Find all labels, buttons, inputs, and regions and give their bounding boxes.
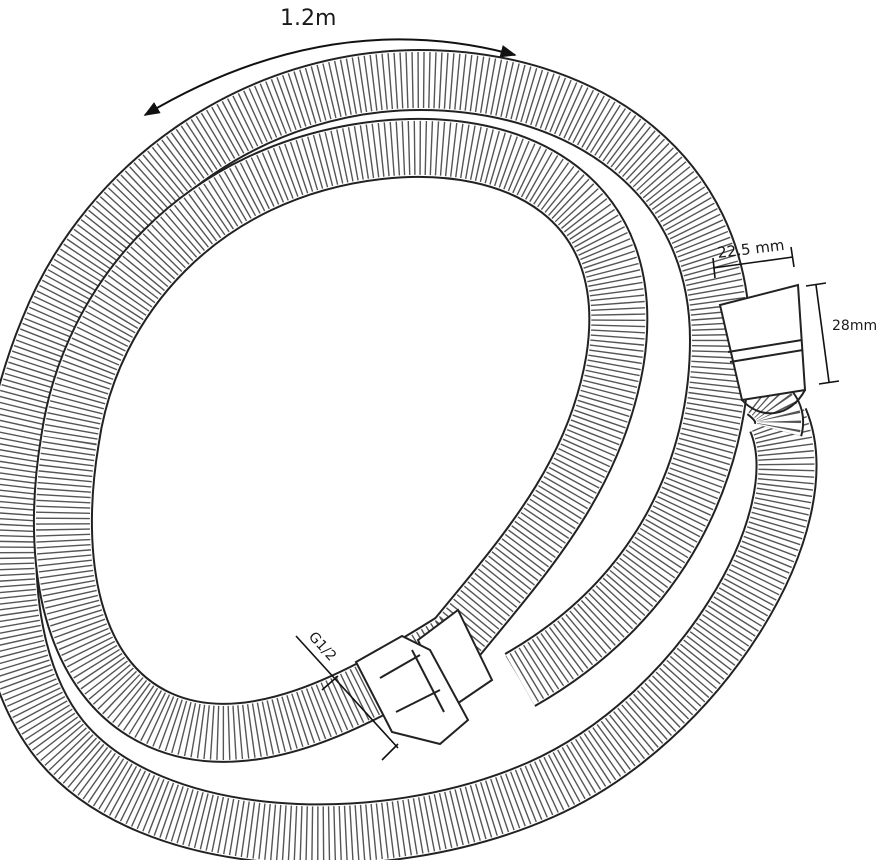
length-label: 1.2m: [280, 6, 336, 31]
length-arrow: [143, 38, 517, 116]
hose-coils: [0, 48, 818, 860]
height-dimension: [805, 282, 840, 385]
cone-connector: [718, 283, 807, 415]
outer-coil-body: [0, 50, 816, 860]
width-dimension: [712, 246, 795, 279]
thread-dimension: [295, 635, 399, 761]
hex-nut-connector: [354, 608, 494, 746]
height-label: 28mm: [832, 318, 877, 334]
thread-label: G1/2: [305, 629, 339, 665]
inner-coil-ribs: [35, 120, 646, 760]
